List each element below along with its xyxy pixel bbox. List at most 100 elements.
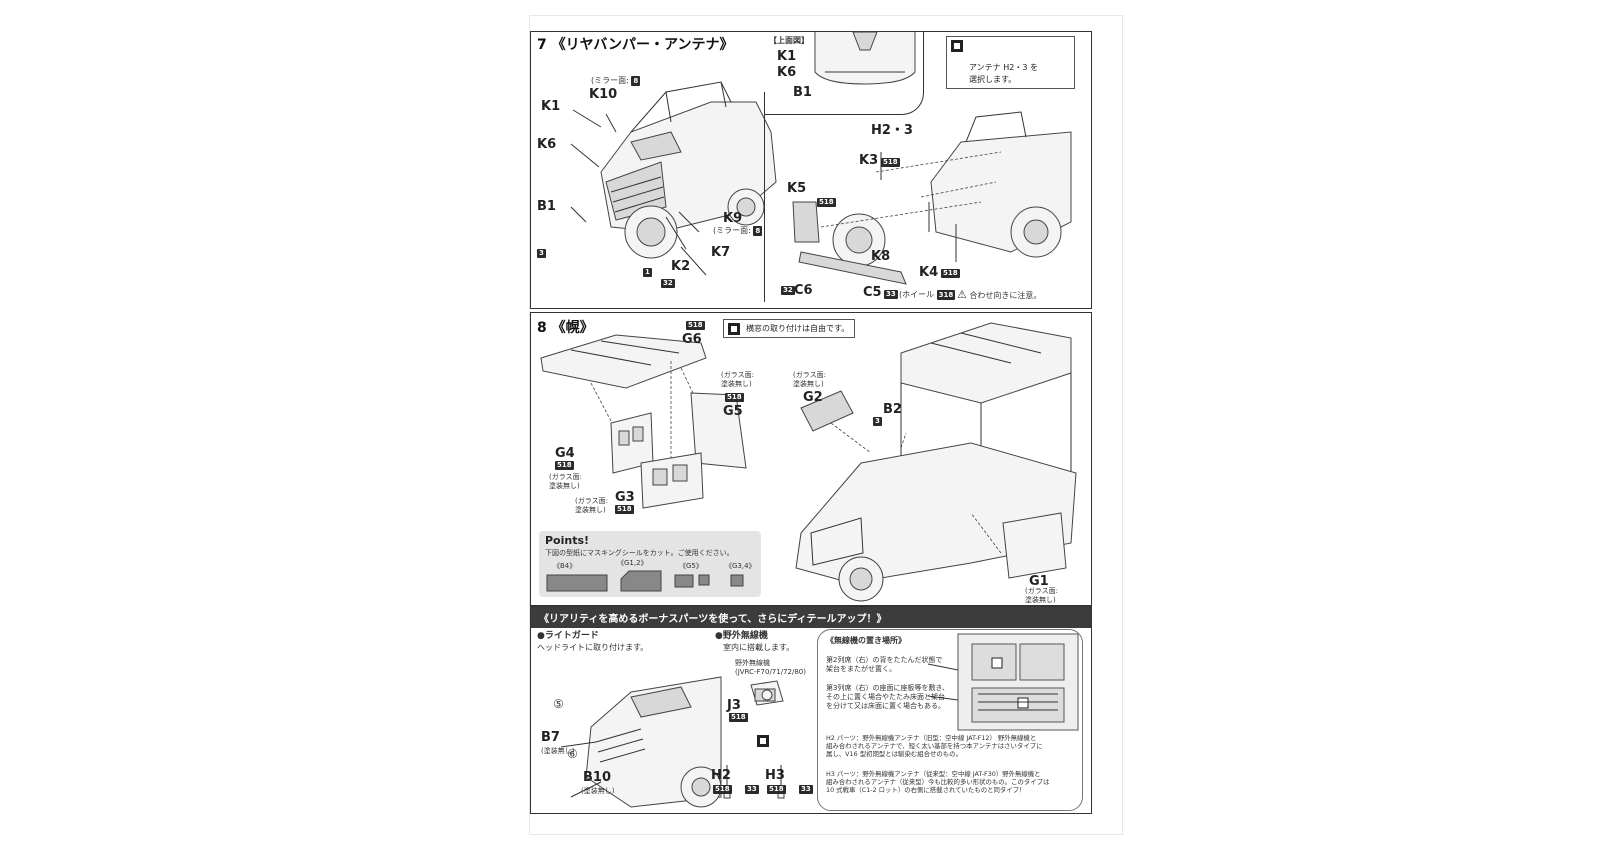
step-title: 《リヤバンパー・アンテナ》 [551, 37, 734, 53]
badge-518: 518 [725, 393, 744, 402]
badge: 8 [631, 76, 641, 86]
part-J3: J3 [727, 698, 741, 713]
step7-heading: 7 《リヤバンパー・アンテナ》 [537, 34, 733, 54]
part-G2: G2 [803, 390, 823, 405]
badge-3: 3 [873, 417, 882, 426]
badge-518: 518 [817, 198, 836, 207]
part-K6: K6 [537, 137, 557, 152]
bonus-panel: 《リアリティを高めるボーナスパーツを使って、さらにディテールアップ！》 ●ライト… [530, 606, 1092, 814]
step8-panel: 8 《幌》 横窓の取り付けは自由です。 518 G6 (ガラス面: 塗装無し) … [530, 312, 1092, 606]
top-view-inset: 【上面図】 K1 K6 B1 [765, 31, 924, 115]
bonus-banner: 《リアリティを高めるボーナスパーツを使って、さらにディテールアップ！》 [531, 607, 1091, 628]
part-G3: G3 [615, 490, 635, 505]
badge: 8 [753, 226, 763, 236]
light-guard-title: ●ライトガード [537, 631, 599, 641]
step-title: 《幌》 [551, 320, 594, 336]
radio-unit-label: 野外無線機 (JVRC-F70/71/72/80) [735, 659, 806, 676]
caution-note: ⚠ 合わせ向きに注意。 [957, 288, 1041, 301]
mirror-label: (ミラー面: [591, 76, 629, 85]
part-label: H2・3 [871, 123, 913, 138]
choice-icon [728, 323, 740, 335]
h2-description: H2 パーツ：野外無線機アンテナ（旧型：空中線 JAT-F12） 野外無線機と … [826, 734, 1043, 758]
step-number: 8 [537, 320, 547, 336]
part-G1: G1 [1029, 574, 1049, 589]
part-C6: C6 [794, 283, 813, 298]
part-C5: C5 [863, 285, 882, 300]
light-guard-text: ヘッドライトに取り付けます。 [537, 643, 649, 652]
glass-note-G2: (ガラス面: 塗装無し) [793, 371, 826, 388]
caution-text: 合わせ向きに注意。 [969, 291, 1042, 300]
part-G4: G4 [555, 446, 575, 461]
badge-518: 518 [686, 321, 705, 330]
placement-pointers [927, 663, 959, 701]
paint-note-B7: (塗装無し) [541, 747, 575, 755]
step8-note: 横窓の取り付けは自由です。 [723, 319, 856, 338]
step-number: 7 [537, 37, 547, 53]
part-G5: G5 [723, 404, 743, 419]
radio-title: ●野外無線機 [715, 631, 768, 641]
badge: 318 [936, 290, 956, 300]
part-B7: B7 [541, 730, 560, 745]
h3-description: H3 パーツ：野外無線機アンテナ（従来型：空中線 JAT-F30）野外無線機と … [826, 770, 1050, 794]
step8-heading: 8 《幌》 [537, 317, 594, 337]
placement-box: 《無線機の置き場所》 第2列席（右）の背をたたんだ状態で 架台をまたがせ置く。 … [817, 629, 1083, 811]
glass-note-G4: (ガラス面: 塗装無し) [549, 473, 582, 490]
badge-33: 33 [745, 785, 759, 794]
light-guard-illustration [560, 676, 722, 808]
part-B2: B2 [883, 402, 902, 417]
badge-518: 518 [881, 158, 900, 167]
step7-note: アンテナ H2・3 を 選択します。 [946, 36, 1075, 89]
part-H2-3: H2・3 [871, 124, 913, 137]
badge-518: 518 [729, 713, 748, 722]
choice-icon [951, 40, 963, 52]
circle-5: ⑤ [553, 697, 564, 711]
top-part-B1: B1 [793, 85, 812, 100]
template-label-G5: 《G5》 [679, 562, 703, 570]
part-G6: G6 [682, 332, 702, 347]
placement-interior-drawing [957, 633, 1079, 731]
badge-3: 3 [537, 249, 546, 258]
part-K10: K10 [589, 87, 618, 102]
jeep-front-illustration [600, 81, 777, 259]
badge-518: 518 [767, 785, 786, 794]
top-view-drawing [814, 31, 916, 85]
top-view-label: 【上面図】 [769, 36, 809, 45]
mirror-note-top: (ミラー面: 8 [591, 76, 641, 86]
glass-note-G1: (ガラス面: 塗装無し) [1025, 587, 1058, 604]
part-K3: K3 [859, 153, 879, 168]
part-K7: K7 [711, 245, 731, 260]
step7-divider [764, 92, 765, 302]
badge-1: 1 [643, 268, 652, 277]
badge-518: 518 [615, 505, 634, 514]
badge-518: 518 [713, 785, 732, 794]
placement-title: 《無線機の置き場所》 [826, 636, 906, 645]
placement-text-1: 第2列席（右）の背をたたんだ状態で 架台をまたがせ置く。 [826, 656, 943, 673]
part-K1: K1 [541, 99, 561, 114]
part-B10: B10 [583, 770, 611, 785]
badge-518: 518 [941, 269, 960, 278]
points-title: Points! [545, 534, 590, 547]
part-K8: K8 [871, 249, 891, 264]
top-part-K1: K1 [777, 49, 797, 64]
part-H2: H2 [711, 768, 731, 783]
badge-33: 33 [884, 290, 898, 299]
part-K2: K2 [671, 259, 691, 274]
wheel-note: (ホイール 318 [899, 290, 956, 300]
mirror-note-bottom: (ミラー面: 8 [713, 226, 763, 236]
choice-icon [757, 735, 769, 747]
badge-32: 32 [661, 279, 675, 288]
points-text: 下図の型紙にマスキングシールをカット。ご使用ください。 [545, 549, 734, 557]
points-box: Points! 下図の型紙にマスキングシールをカット。ご使用ください。 《B4》… [539, 531, 761, 597]
badge-33: 33 [799, 785, 813, 794]
template-label-B4: 《B4》 [553, 562, 577, 570]
template-label-G12: 《G1,2》 [617, 559, 648, 567]
step7-leader-lines [570, 109, 707, 276]
wheel-label: (ホイール [899, 290, 935, 299]
top-part-K6: K6 [777, 65, 797, 80]
step7-panel: 7 《リヤバンパー・アンテナ》 K1 (ミラー面: 8 K10 K6 B1 3 … [530, 31, 1092, 309]
template-label-G34: 《G3,4》 [725, 562, 756, 570]
paint-note-B10: (塗装無し) [581, 787, 615, 795]
note-text: 横窓の取り付けは自由です。 [746, 324, 850, 333]
instruction-page: 7 《リヤバンパー・アンテナ》 K1 (ミラー面: 8 K10 K6 B1 3 … [530, 16, 1122, 834]
masking-templates [546, 570, 744, 592]
